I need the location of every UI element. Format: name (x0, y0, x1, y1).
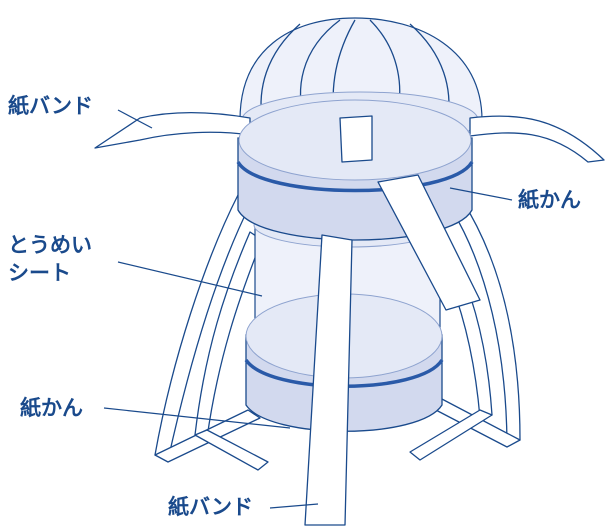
label-paper-band-top: 紙バンド (8, 94, 94, 118)
foot-brace-front-left (194, 429, 269, 471)
leader-can-bottom (103, 407, 291, 429)
leader-can-top (449, 187, 513, 201)
paper-band-vertical (304, 115, 481, 526)
leader-lines (103, 109, 513, 509)
leader-sheet (117, 261, 263, 297)
foot-brace-front-right (409, 409, 493, 461)
label-paper-can-bottom: 紙かん (20, 396, 83, 420)
label-paper-band-bottom: 紙バンド (168, 495, 254, 519)
leader-band-top (117, 109, 153, 129)
band-right-wing (469, 115, 605, 163)
leg-bands (154, 194, 521, 471)
vertical-band-slant (377, 174, 481, 311)
label-transparent-sheet-line1: とうめい (8, 233, 92, 257)
vertical-band-front (304, 234, 353, 526)
upper-can-rim (236, 160, 474, 193)
band-left-wing (94, 112, 251, 149)
top-tab (339, 115, 373, 163)
leader-band-bottom (269, 503, 319, 509)
label-transparent-sheet-line2: シート (8, 261, 71, 285)
label-paper-can-top: 紙かん (518, 188, 581, 212)
